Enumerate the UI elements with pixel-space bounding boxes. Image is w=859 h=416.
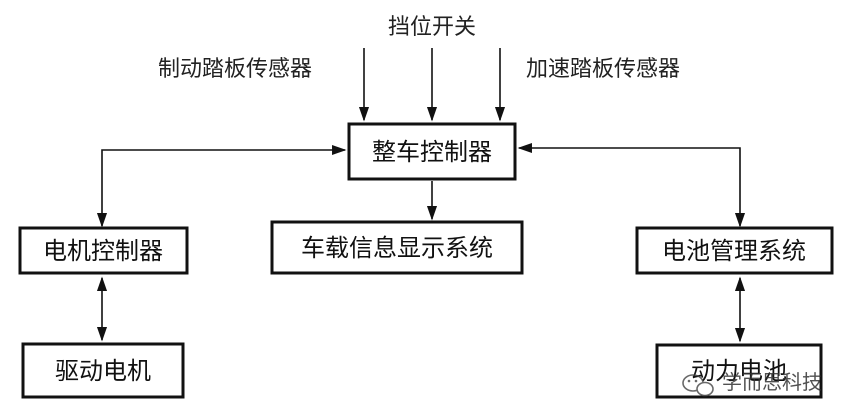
label-brake-pedal-sensor: 制动踏板传感器	[158, 57, 312, 82]
box-motor-controller-label: 电机控制器	[43, 237, 163, 265]
box-vcu-label: 整车控制器	[372, 138, 492, 166]
box-power-battery-label: 动力电池	[691, 357, 787, 385]
box-power-battery: 动力电池	[655, 343, 823, 399]
box-bms: 电池管理系统	[635, 226, 834, 275]
box-display-system-label: 车载信息显示系统	[301, 234, 493, 262]
label-accel-pedal-sensor: 加速踏板传感器	[526, 57, 680, 82]
box-motor-controller: 电机控制器	[18, 226, 189, 275]
watermark: 学而思科技	[682, 370, 822, 397]
box-drive-motor-label: 驱动电机	[55, 357, 151, 385]
box-bms-label: 电池管理系统	[662, 237, 806, 265]
link-vcu-motor-controller	[96, 144, 347, 228]
link-vcu-bms	[517, 142, 746, 228]
watermark-text: 学而思科技	[722, 370, 822, 394]
box-display-system: 车载信息显示系统	[270, 220, 524, 275]
wechat-icon	[682, 374, 714, 397]
box-drive-motor: 驱动电机	[21, 342, 185, 399]
box-vcu: 整车控制器	[347, 122, 517, 181]
label-gear-switch: 挡位开关	[388, 15, 476, 40]
